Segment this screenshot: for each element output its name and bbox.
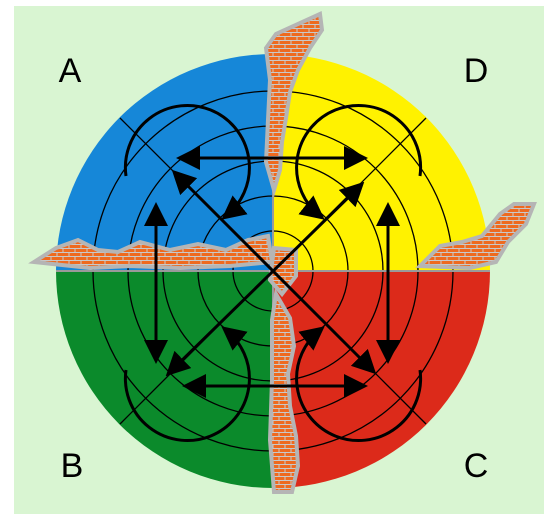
label-b: B [61,447,84,485]
label-a: A [59,52,82,90]
wall-icon [34,14,534,492]
label-c: C [464,447,489,485]
label-d: D [464,52,489,90]
